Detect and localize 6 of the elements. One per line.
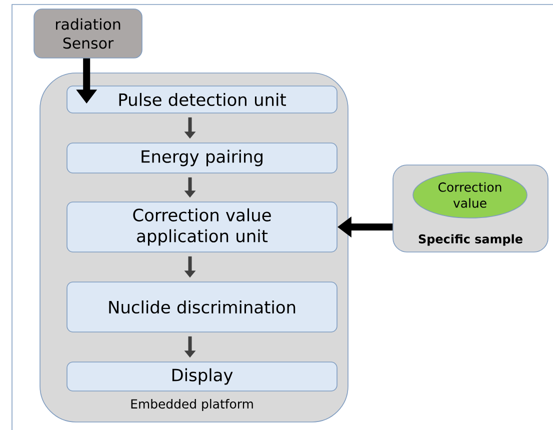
process-box: Nuclide discrimination <box>66 282 338 332</box>
process-box: Pulse detection unit <box>66 86 338 114</box>
process-box: Correction value application unit <box>66 202 338 252</box>
process-box: Energy pairing <box>66 142 338 174</box>
sensor-box: radiation Sensor <box>34 8 142 58</box>
process-box: Display <box>66 362 338 392</box>
